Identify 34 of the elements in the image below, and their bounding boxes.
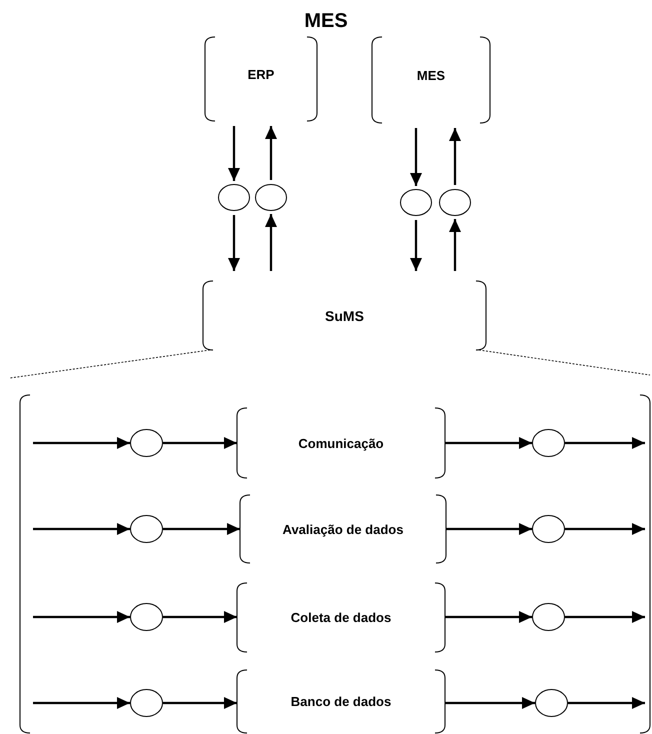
arrow (163, 523, 240, 535)
arrow (163, 697, 237, 709)
arrow (410, 128, 422, 186)
node-label: Coleta de dados (290, 610, 392, 625)
node-label: SuMS (325, 308, 364, 324)
node-label: Comunicação (298, 436, 384, 450)
arrow (565, 523, 645, 535)
node-label: Avaliação de dados (282, 522, 404, 536)
arrow (33, 437, 130, 449)
arrow (445, 611, 532, 623)
arrow (163, 611, 237, 623)
node-label: ERP (248, 66, 274, 82)
node-label: MES (416, 68, 446, 82)
node-label: Banco de dados (290, 694, 392, 709)
arrow (565, 611, 645, 623)
arrow (565, 437, 645, 449)
arrow (410, 220, 422, 271)
arrow (265, 126, 277, 180)
dotted-line (478, 350, 650, 376)
arrow (449, 219, 461, 271)
arrow (445, 437, 532, 449)
diagram-title: MES (303, 10, 349, 33)
arrow (265, 214, 277, 271)
arrow (228, 215, 240, 271)
arrow (568, 697, 645, 709)
arrow (163, 437, 237, 449)
arrow (445, 697, 535, 709)
arrow (33, 611, 130, 623)
arrow (228, 126, 240, 181)
arrow (33, 697, 130, 709)
arrow (449, 128, 461, 185)
dotted-line (10, 350, 210, 378)
arrow (33, 523, 130, 535)
arrow (446, 523, 532, 535)
